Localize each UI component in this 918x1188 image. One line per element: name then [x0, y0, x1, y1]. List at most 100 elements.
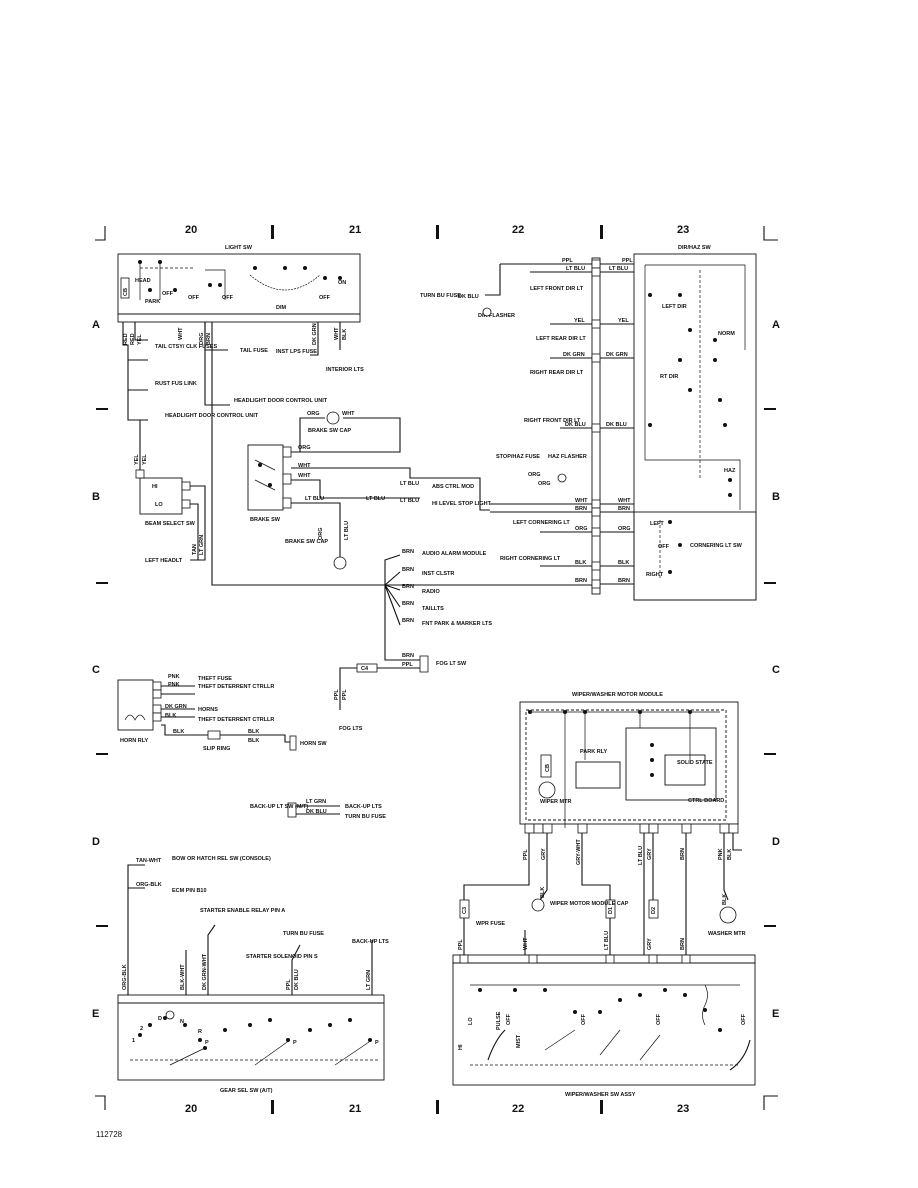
- conn-c3: C3: [462, 907, 468, 914]
- dest-starter-relay: STARTER ENABLE RELAY PIN A: [200, 908, 285, 914]
- wire-ppl-4: PPL: [286, 979, 292, 990]
- wire-brn-4: BRN: [618, 578, 630, 584]
- wire-yel-5: YEL: [142, 454, 148, 465]
- wire-wht-7: WHT: [334, 327, 340, 340]
- wire-gry-1: GRY: [541, 848, 547, 860]
- wire-yel-2: YEL: [618, 318, 629, 324]
- light-sw-title: LIGHT SW: [225, 245, 253, 251]
- dest-radio: RADIO: [422, 589, 440, 595]
- wire-ppl-3: PPL: [402, 662, 413, 668]
- dest-rust-fus: RUST FUS LINK: [155, 381, 197, 387]
- horn-relay: HORN RLY THEFT FUSE THEFT DETERRENT CTRL…: [117, 676, 327, 752]
- dest-horns: HORNS: [198, 707, 218, 713]
- wire-labels: PPL PPL LT BLU LT BLU DK BLU YEL YEL DK …: [122, 258, 733, 990]
- dest-ecm: ECM PIN B10: [172, 888, 207, 894]
- wire-dkgrn-1: DK GRN: [563, 352, 585, 358]
- solid-state-label: SOLID STATE: [677, 760, 713, 766]
- beam-select-title: BEAM SELECT SW: [145, 521, 196, 527]
- dest-theft-ctrl-1: THEFT DETERRENT CTRLLR: [198, 684, 274, 690]
- col-label-bottom-22: 22: [512, 1103, 524, 1115]
- conn-c4: C4: [361, 666, 369, 672]
- wire-pnk-1: PNK: [168, 674, 180, 680]
- dest-tail-ctsy: TAIL CTSY/ CLK FUSES: [155, 344, 217, 350]
- light-sw-cb: CB: [123, 288, 129, 296]
- cornering-right: RIGHT: [646, 572, 664, 578]
- dest-stop-haz-fuse: STOP/HAZ FUSE: [496, 454, 540, 460]
- wire-yel-1: YEL: [574, 318, 585, 324]
- wire-ppl-8: PPL: [458, 939, 464, 950]
- beam-lo: LO: [155, 502, 163, 508]
- row-label-e-left: E: [92, 1008, 99, 1020]
- light-sw-head: HEAD: [135, 278, 151, 284]
- wire-brn-7: BRN: [402, 584, 414, 590]
- washer-mtr-title: WASHER MTR: [708, 931, 746, 937]
- col-label-top-20: 20: [185, 224, 197, 236]
- wire-org-2: ORG: [298, 445, 311, 451]
- dest-hl-door-2: HEADLIGHT DOOR CONTROL UNIT: [234, 398, 328, 404]
- wire-ppl-6: PPL: [342, 689, 348, 700]
- wire-wht-6: WHT: [178, 327, 184, 340]
- dest-left-rear: LEFT REAR DIR LT: [536, 336, 586, 342]
- light-sw-off1: OFF: [162, 291, 174, 297]
- dest-right-front: RIGHT FRONT DIR LT: [524, 418, 581, 424]
- wire-blk-4: BLK: [173, 729, 184, 735]
- wire-ltblu-1: LT BLU: [566, 266, 585, 272]
- dest-abs: ABS CTRL MOD: [432, 484, 474, 490]
- light-sw-off4: OFF: [319, 295, 331, 301]
- gear-p3: P: [375, 1040, 379, 1046]
- wire-ppl-1: PPL: [562, 258, 573, 264]
- brake-switch: BRAKE SW BRAKE SW CAP BRAKE SW CAP ABS C…: [247, 411, 492, 570]
- dest-fog-lt-sw: FOG LT SW: [436, 661, 467, 667]
- row-label-c-right: C: [772, 664, 780, 676]
- wiper-sw-pulse: PULSE: [496, 1011, 502, 1030]
- horn-rly-title: HORN RLY: [120, 738, 149, 744]
- wiper-mtr-label: WIPER MTR: [540, 799, 571, 805]
- wire-dkgrn-3: DK GRN: [165, 704, 187, 710]
- dest-left-front: LEFT FRONT DIR LT: [530, 286, 584, 292]
- gear-d: D: [158, 1016, 162, 1022]
- dest-theft-ctrl-2: THEFT DETERRENT CTRLLR: [198, 717, 274, 723]
- wire-gry-3: GRY: [647, 938, 653, 950]
- col-label-top-23: 23: [677, 224, 689, 236]
- figure-code: 112728: [96, 1130, 123, 1139]
- light-sw-on: ON: [338, 280, 346, 286]
- dest-theft-fuse: THEFT FUSE: [198, 676, 232, 682]
- wiper-sw-mist: MIST: [516, 1034, 522, 1048]
- dest-slip-ring: SLIP RING: [203, 746, 230, 752]
- brake-sw-title: BRAKE SW: [250, 517, 281, 523]
- light-sw-dim: DIM: [276, 305, 287, 311]
- dir-haz-haz: HAZ: [724, 468, 736, 474]
- dest-fnt-park: FNT PARK & MARKER LTS: [422, 621, 492, 627]
- wire-dkblu-5: DK BLU: [294, 969, 300, 990]
- park-rly-label: PARK RLY: [580, 749, 608, 755]
- dest-left-cornering: LEFT CORNERING LT: [513, 520, 570, 526]
- wire-brn-3: BRN: [575, 578, 587, 584]
- dest-backup-lts-2: BACK-UP LTS: [352, 939, 389, 945]
- wire-dkgrn-wht: DK GRN-WHT: [202, 953, 208, 990]
- col-label-bottom-21: 21: [349, 1103, 361, 1115]
- dest-tail-fuse: TAIL FUSE: [240, 348, 268, 354]
- wire-brn-10: BRN: [402, 653, 414, 659]
- wire-org-8: ORG: [318, 527, 324, 540]
- wire-brn-6: BRN: [402, 567, 414, 573]
- wiper-sw-off3: OFF: [656, 1013, 662, 1025]
- wire-dkblu-4: DK BLU: [306, 809, 327, 815]
- wire-wht-2: WHT: [298, 463, 311, 469]
- wire-dkgrn-2: DK GRN: [606, 352, 628, 358]
- dest-inst-lps: INST LPS FUSE: [276, 349, 317, 355]
- wire-blk-10: BLK: [722, 894, 728, 905]
- wire-blk-7: BLK: [342, 329, 348, 340]
- wire-wht-3: WHT: [298, 473, 311, 479]
- gear-select-switch: BOW OR HATCH REL SW (CONSOLE) ECM PIN B1…: [117, 856, 389, 1094]
- dest-right-rear: RIGHT REAR DIR LT: [530, 370, 584, 376]
- wire-yel-3: YEL: [137, 334, 143, 345]
- wire-ltgrn-1: LT GRN: [306, 799, 326, 805]
- gear-1: 1: [132, 1038, 135, 1044]
- dest-wiper-cap: WIPER MOTOR MODULE CAP: [550, 901, 629, 907]
- dir-haz-norm: NORM: [718, 331, 735, 337]
- conn-d2: D2: [651, 907, 657, 914]
- wire-org-1: ORG: [307, 411, 320, 417]
- wire-dkblu-3: DK BLU: [606, 422, 627, 428]
- wire-blk-9: BLK: [540, 887, 546, 898]
- wiper-sw-off1: OFF: [506, 1013, 512, 1025]
